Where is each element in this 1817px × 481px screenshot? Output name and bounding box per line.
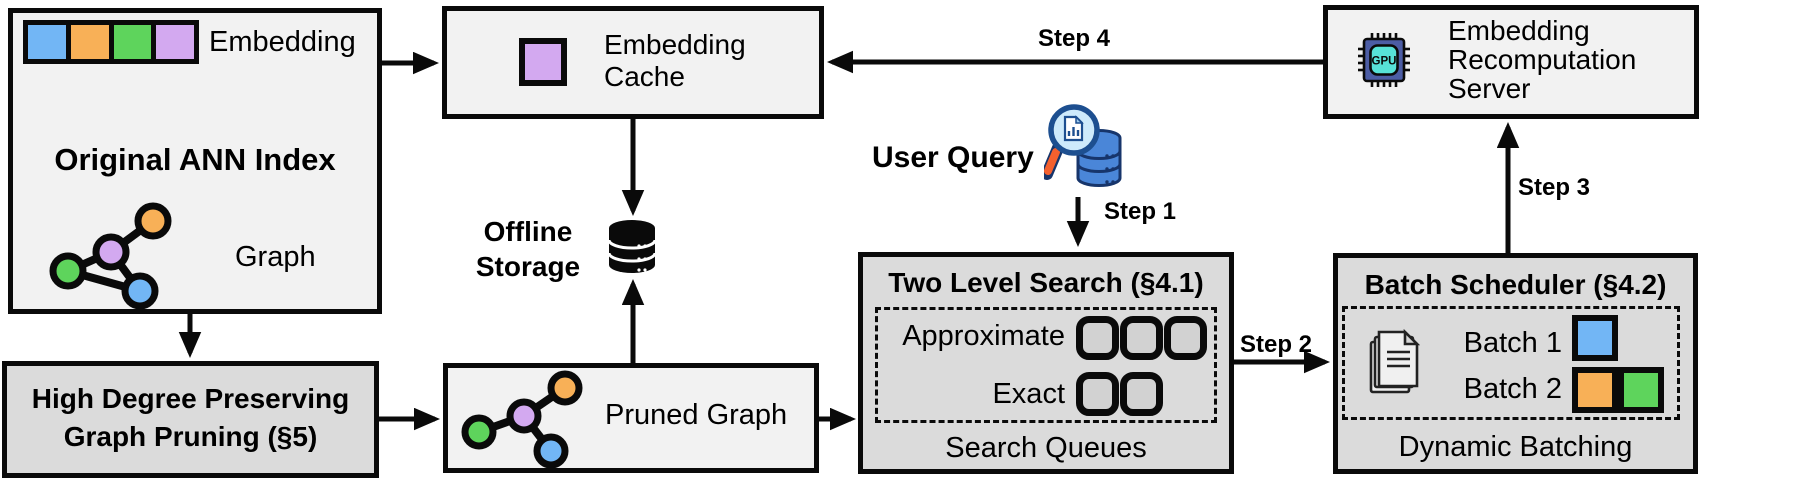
gpu-chip-icon: GPU [1358,33,1410,87]
step1-label: Step 1 [1104,198,1177,225]
offline-storage-database-icon [607,220,657,273]
offline-storage-label: Offline Storage [462,214,594,284]
gpu-label: GPU [1372,56,1397,68]
original-ann-index-title: Original ANN Index [54,142,336,177]
embedding-label: Embedding [209,26,356,58]
embedding-cell-blue [28,25,66,59]
query-documents-icon [1369,328,1421,394]
approximate-queue-icons [1076,316,1207,360]
step4-label: Step 4 [1038,25,1111,52]
search-queues-caption: Search Queues [945,432,1147,464]
batch-scheduler-box: Batch Scheduler (§4.2) Batch 1 Batch 2 [1333,253,1698,474]
graph-pruning-box: High Degree Preserving Graph Pruning (§5… [2,361,379,478]
user-query-label: User Query [872,141,1034,174]
dynamic-batching-dashed-panel: Batch 1 Batch 2 [1342,306,1680,420]
original-graph-icon [49,202,172,310]
batch1-label: Batch 1 [1463,327,1562,359]
batch-scheduler-title: Batch Scheduler (§4.2) [1364,269,1667,300]
recomputation-server-title: Embedding Recomputation Server [1448,15,1637,104]
recomputation-server-box: GPU Embedding Recomputation Server [1323,5,1699,119]
queue-slot-icon [1120,372,1163,416]
batch2-query-icon-orange [1572,367,1618,413]
two-level-search-box: Two Level Search (§4.1) Approximate Exac… [858,252,1234,474]
exact-label: Exact [992,378,1065,410]
batch1-query-icon [1572,315,1618,361]
embedding-cell-orange [70,25,109,59]
two-level-search-title: Two Level Search (§4.1) [888,267,1204,298]
approximate-label: Approximate [902,320,1065,352]
original-ann-index-box: Embedding Original ANN Index Graph [8,8,382,314]
pruned-graph-icon [461,370,583,468]
pruned-graph-box: Pruned Graph [443,363,819,473]
embedding-cell-purple [156,25,194,59]
user-query-icon [1044,104,1122,187]
dynamic-batching-caption: Dynamic Batching [1398,431,1633,463]
graph-label: Graph [235,241,316,273]
offline-storage-line2: Storage [475,251,581,282]
embedding-cache-box: Embedding Cache [442,6,824,119]
step3-label: Step 3 [1518,174,1591,201]
offline-storage-line1: Offline [483,216,573,247]
exact-queue-icons [1076,372,1163,416]
step2-label: Step 2 [1240,331,1313,358]
embedding-vector-icon [23,20,199,64]
embedding-cache-title: Embedding Cache [604,29,746,92]
batch2-query-icon-green [1618,367,1664,413]
graph-pruning-title: High Degree Preserving Graph Pruning (§5… [7,380,374,456]
graph-pruning-title-line1: High Degree Preserving [31,383,350,414]
queue-slot-icon [1076,372,1119,416]
magnifier-handle [1044,148,1060,175]
queue-slot-icon [1076,316,1119,360]
cached-embedding-icon [519,38,567,86]
graph-pruning-title-line2: Graph Pruning (§5) [63,421,318,452]
queue-slot-icon [1120,316,1163,360]
queue-slot-icon [1164,316,1207,360]
embedding-cell-green [113,25,152,59]
pruned-graph-label: Pruned Graph [605,399,788,431]
batch2-label: Batch 2 [1463,373,1562,405]
search-queues-dashed-panel: Approximate Exact [875,307,1217,423]
